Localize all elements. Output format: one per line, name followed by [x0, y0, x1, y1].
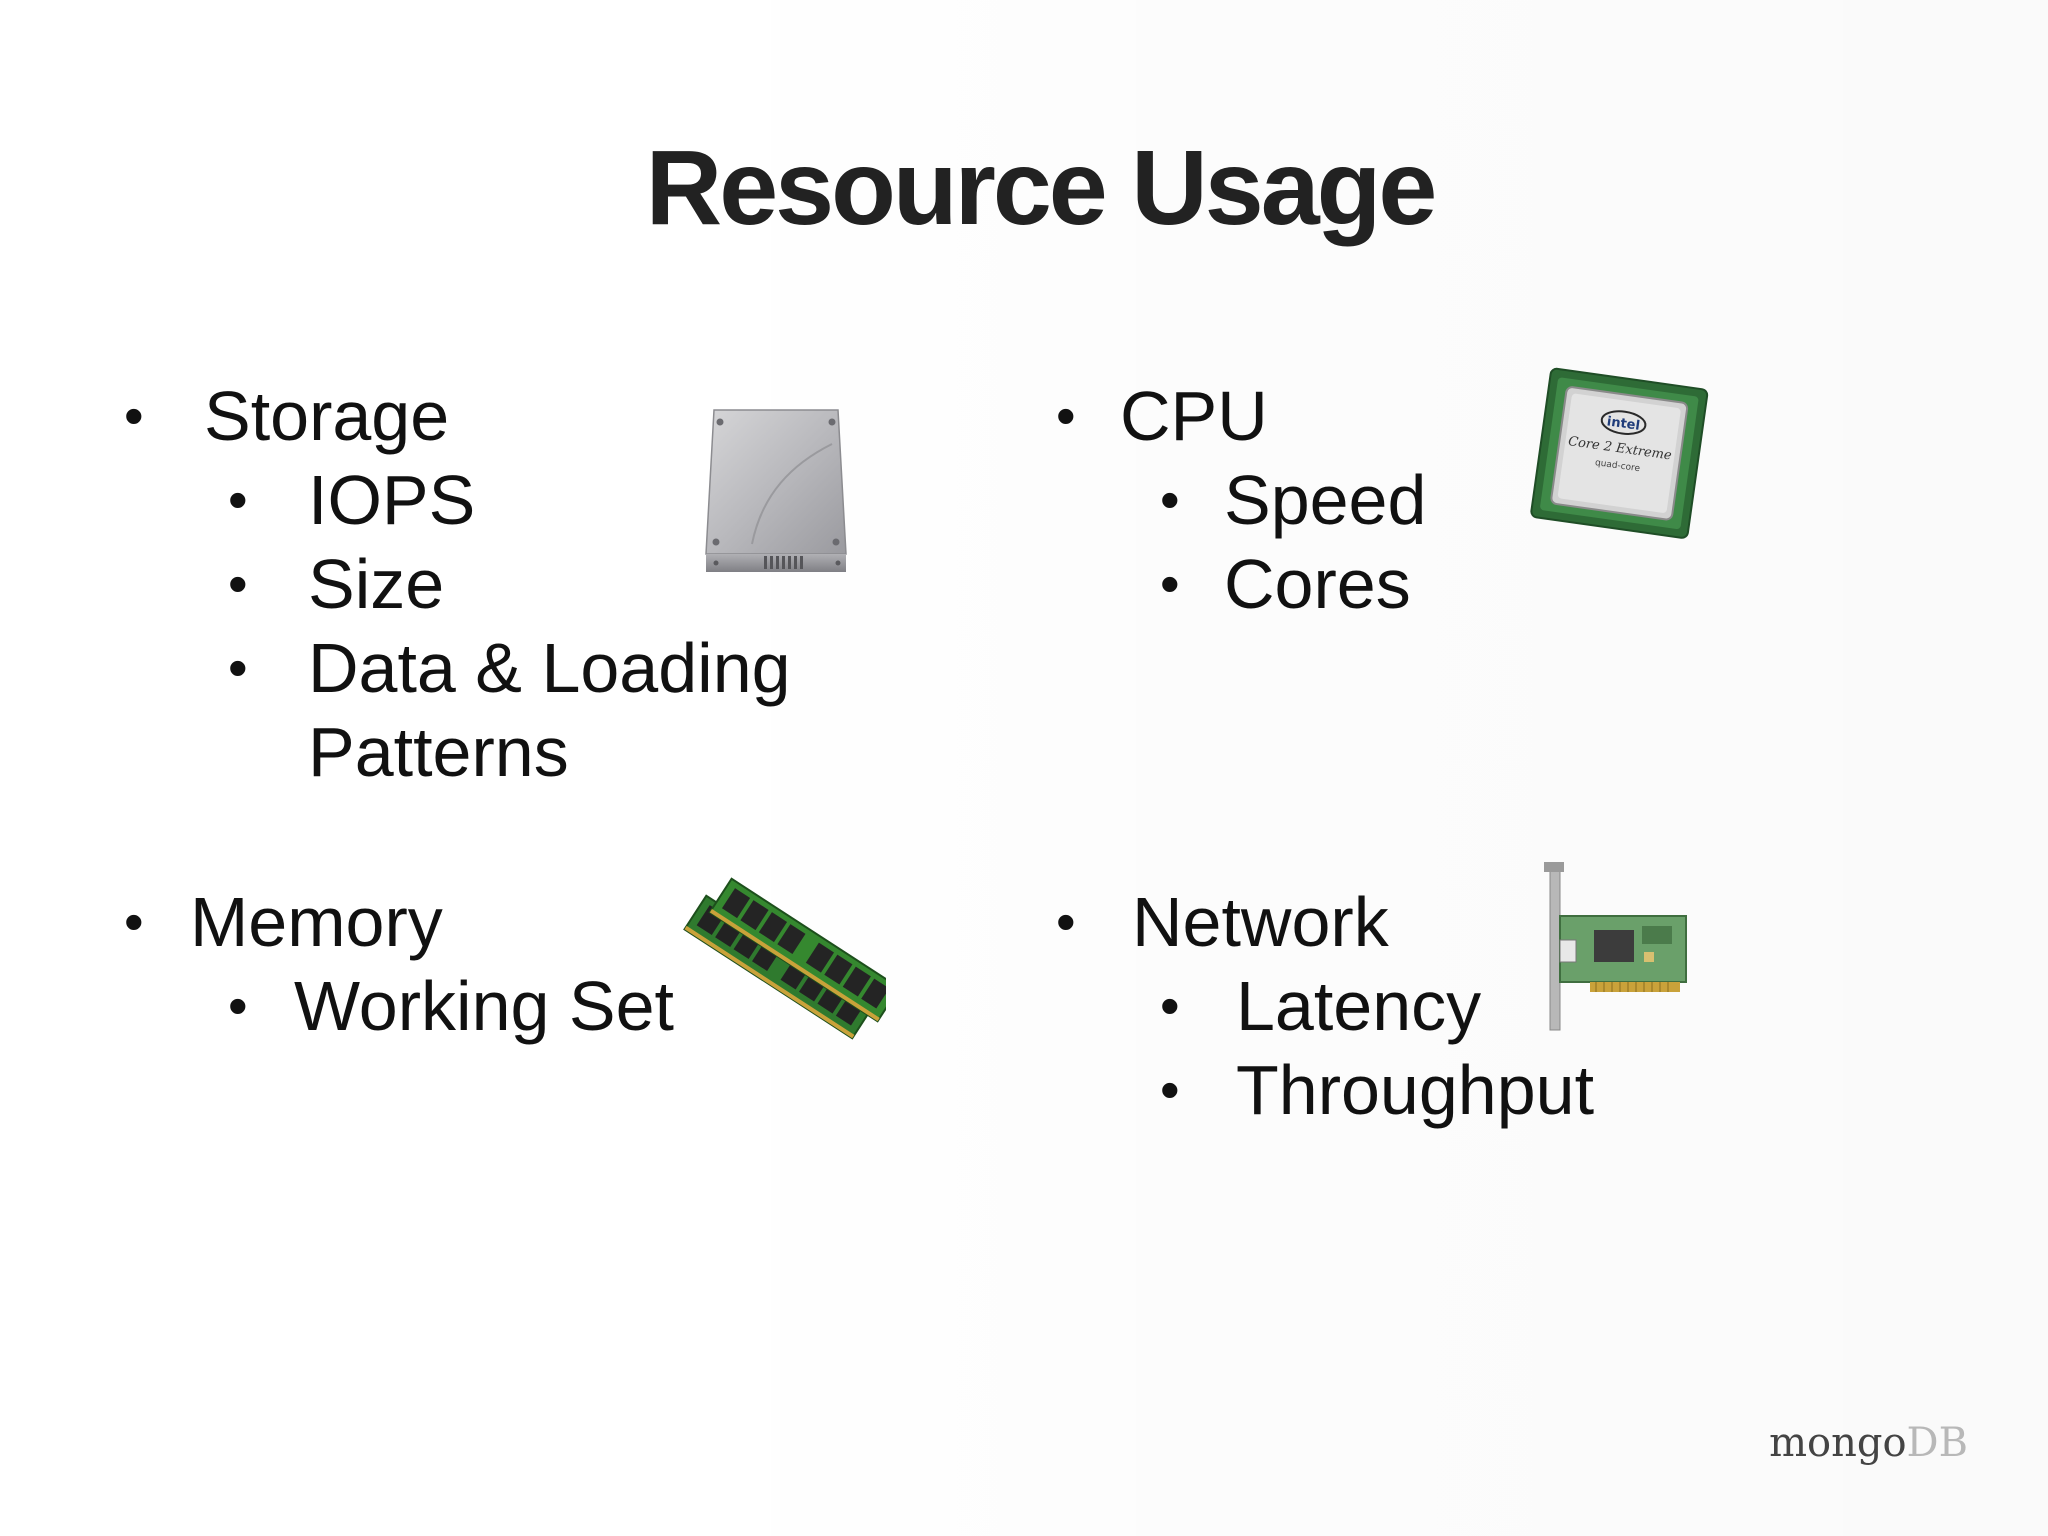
- storage-item-size: Size: [308, 545, 445, 623]
- bullet: •: [1056, 890, 1076, 953]
- network-label: Network: [1132, 883, 1389, 961]
- bullet: •: [1056, 384, 1076, 447]
- cpu-item-cores: Cores: [1224, 545, 1411, 623]
- bullet: •: [228, 974, 248, 1037]
- bullet: •: [228, 468, 248, 531]
- storage-label: Storage: [204, 377, 450, 455]
- network-item-throughput: Throughput: [1236, 1051, 1595, 1129]
- chip-text-brand: intel: [1606, 414, 1641, 433]
- bullet: •: [228, 636, 248, 699]
- bullet: •: [124, 384, 144, 447]
- bullet: •: [1160, 552, 1180, 615]
- storage-item-patterns: Patterns: [308, 713, 569, 791]
- storage-item-data-loading: Data & Loading: [308, 629, 791, 707]
- background-shade: [680, 0, 2048, 1536]
- slide-title: Resource Usage: [645, 129, 1438, 247]
- bullet: •: [1160, 974, 1180, 1037]
- network-card-icon: [1534, 860, 1694, 1040]
- logo-text-mongo: mongo: [1769, 1420, 1907, 1466]
- cpu-label: CPU: [1120, 377, 1268, 455]
- logo-text-db: DB: [1906, 1420, 1968, 1466]
- mongodb-logo: mongoDB: [1769, 1420, 1968, 1466]
- network-item-latency: Latency: [1236, 967, 1482, 1045]
- bullet: •: [228, 552, 248, 615]
- memory-item-working-set: Working Set: [294, 967, 674, 1045]
- storage-item-iops: IOPS: [308, 461, 476, 539]
- cpu-item-speed: Speed: [1224, 461, 1427, 539]
- hard-drive-icon: [692, 404, 868, 580]
- bullet: •: [1160, 1058, 1180, 1121]
- cpu-chip-icon: intel Core 2 Extreme quad-core: [1512, 360, 1722, 550]
- bullet: •: [124, 890, 144, 953]
- bullet: •: [1160, 468, 1180, 531]
- memory-label: Memory: [190, 883, 443, 961]
- ram-module-icon: [666, 872, 901, 1072]
